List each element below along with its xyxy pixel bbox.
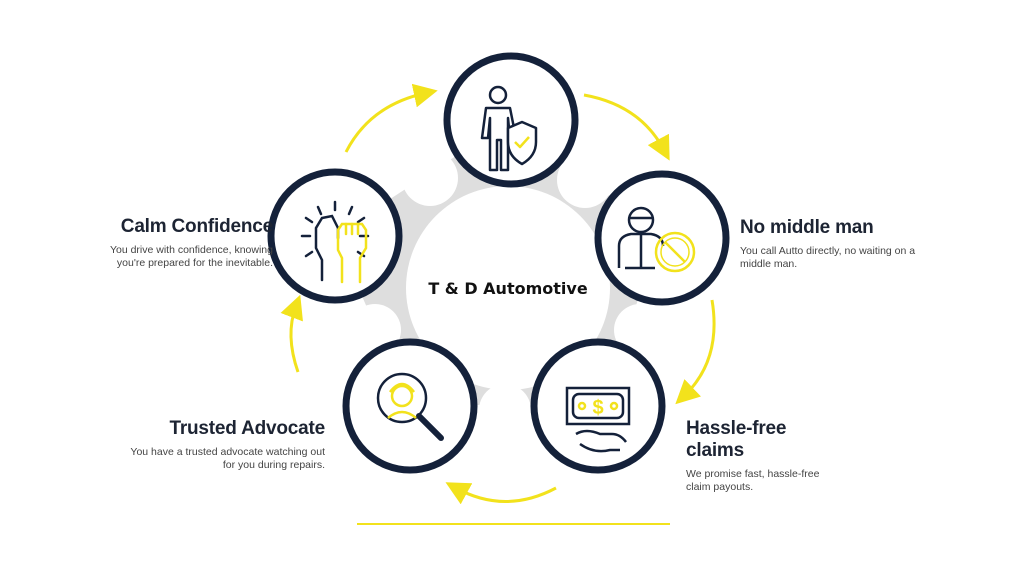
arrow-2	[583, 93, 670, 161]
magnifier-person-icon	[376, 372, 444, 441]
center-title: T & D Automotive	[428, 279, 588, 298]
step-circle-bottom-left	[342, 338, 478, 474]
step-desc: You drive with confidence, knowing you'r…	[109, 244, 273, 269]
step-title: No middle man	[740, 217, 874, 238]
step-circle-top	[443, 52, 579, 188]
high-five-icon	[300, 200, 370, 284]
step-circle-bottom-right	[530, 338, 666, 474]
arrow-1	[344, 83, 438, 153]
step-title: Trusted Advocate	[169, 418, 325, 439]
arrow-5	[280, 294, 303, 373]
center-circle	[406, 186, 610, 390]
step-calm-confidence: Calm Confidence You drive with confidenc…	[100, 216, 273, 270]
person-no-icon	[617, 206, 696, 273]
step-hassle-free-claims: Hassle-free claims We promise fast, hass…	[686, 418, 846, 494]
arrow-4	[445, 482, 557, 505]
person-shield-icon	[480, 85, 538, 172]
arrow-3	[675, 299, 716, 405]
step-no-middle-man: No middle man You call Autto directly, n…	[740, 217, 920, 271]
step-desc: You have a trusted advocate watching out…	[130, 446, 325, 471]
money-hand-icon: $	[565, 386, 631, 453]
step-desc: You call Autto directly, no waiting on a…	[740, 245, 916, 270]
step-title: Hassle-free claims	[686, 418, 787, 461]
svg-text:$: $	[592, 397, 603, 419]
step-circle-left	[267, 168, 403, 304]
step-trusted-advocate: Trusted Advocate You have a trusted advo…	[120, 418, 325, 472]
step-desc: We promise fast, hassle-free claim payou…	[686, 468, 820, 493]
step-title: Calm Confidence	[120, 216, 273, 237]
